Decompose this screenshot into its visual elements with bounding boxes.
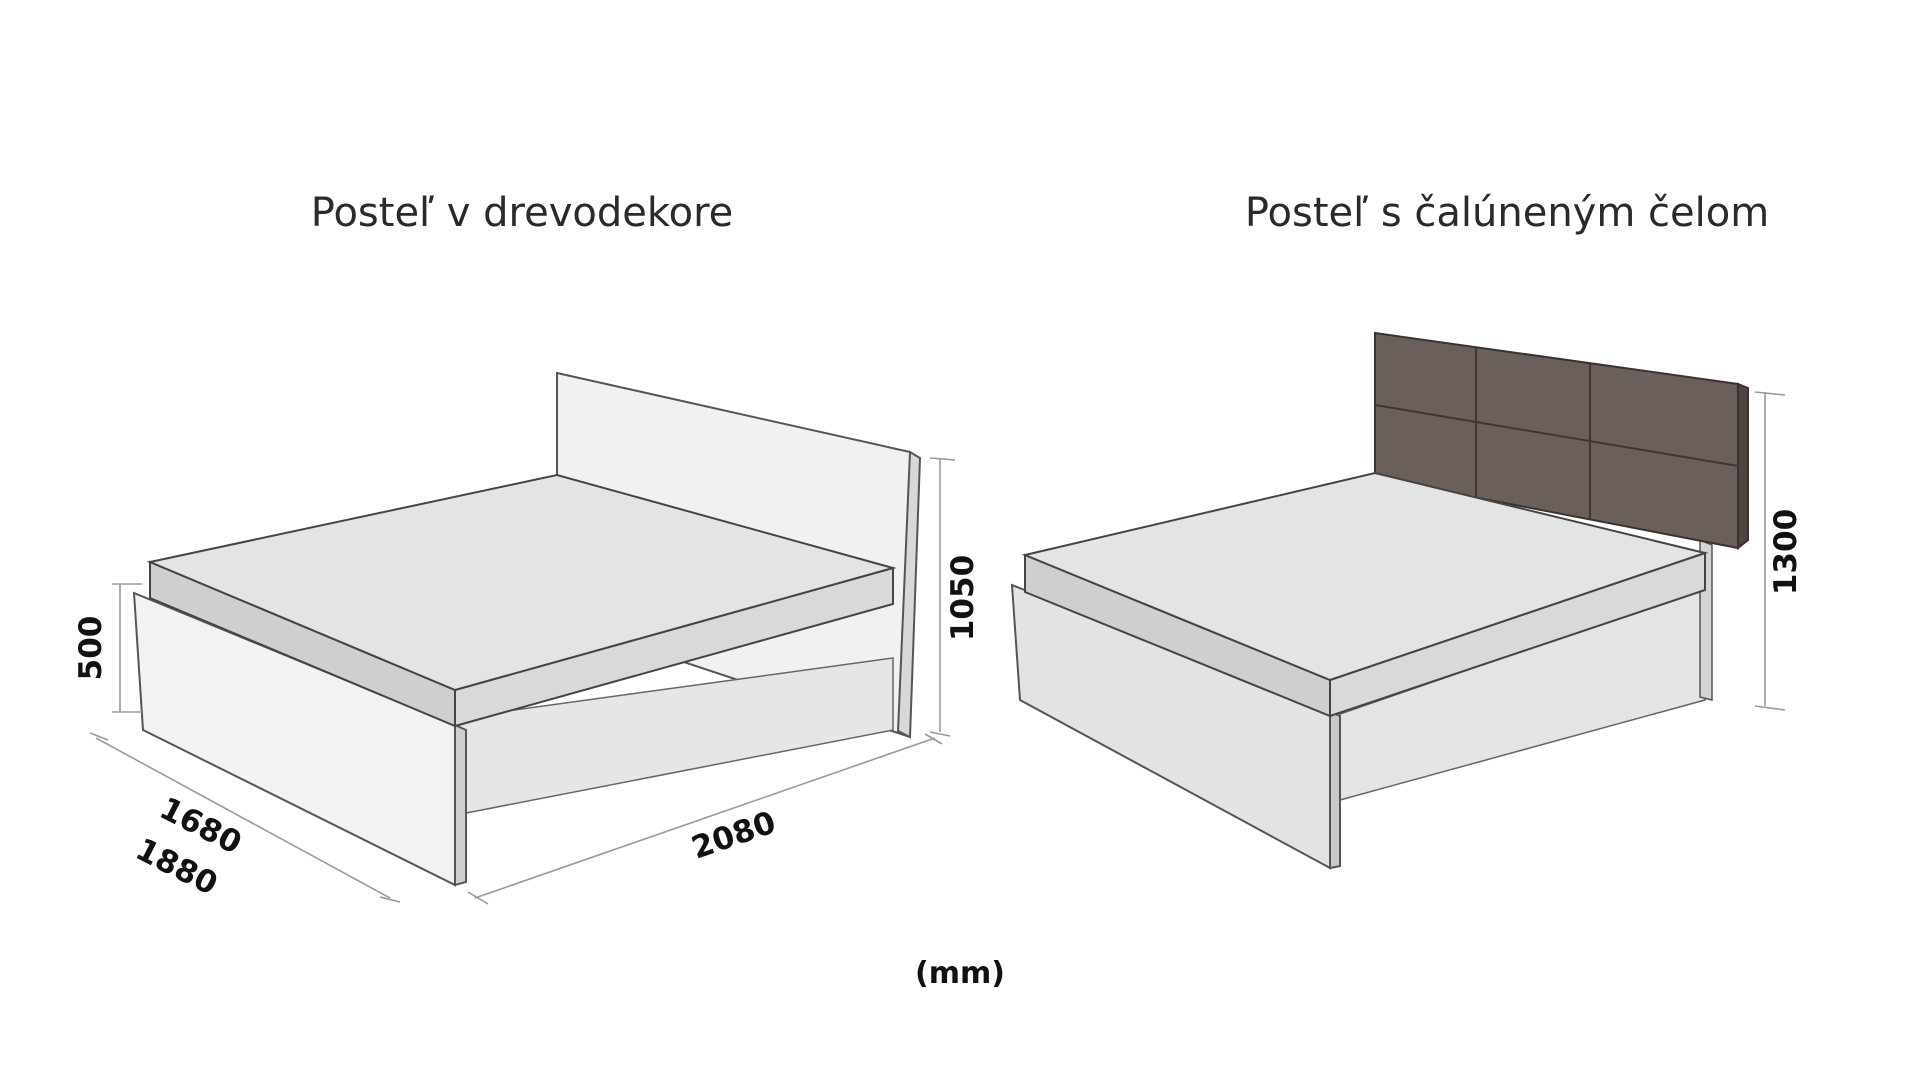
left-frame-front-edge [454, 723, 467, 887]
unit-label: (mm) [915, 956, 1005, 991]
right-frame-front-edge [1329, 710, 1341, 870]
right-bed-dimension-lines [1754, 391, 1786, 711]
left-mattress-top [146, 473, 897, 692]
left-bed-drawing [132, 371, 922, 887]
left-headboard-height-label: 1050 [945, 555, 981, 641]
right-headboard-side [1737, 382, 1749, 551]
left-length-label: 2080 [687, 804, 780, 866]
right-headboard-tufting [1374, 347, 1739, 520]
right-mattress-top [1021, 471, 1709, 682]
left-bed-title: Posteľ v drevodekore [310, 190, 734, 236]
left-headboard-edge [896, 450, 922, 739]
right-headboard-height-label: 1300 [1768, 509, 1804, 595]
right-bed-title: Posteľ s čalúneným čelom [1244, 190, 1770, 236]
left-height-label: 500 [73, 616, 109, 681]
right-bed-drawing [1010, 331, 1749, 870]
left-bed-dimension-lines [89, 457, 956, 905]
